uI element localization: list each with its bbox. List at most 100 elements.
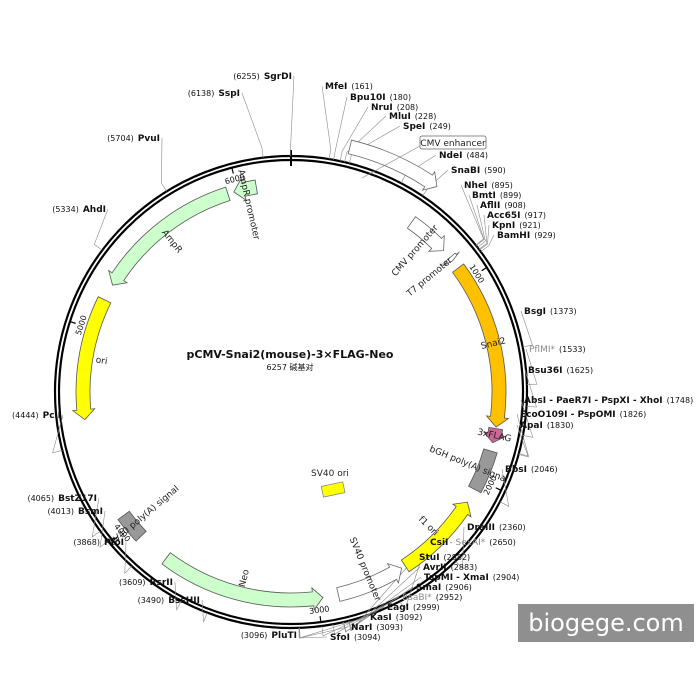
site-position: (3490) [138,596,165,605]
site-position: (895) [491,181,513,190]
site-position: (1748) [667,396,694,405]
feature-sv40pa [117,510,147,542]
site-bsu36i: Bsu36I(1625) [528,366,593,376]
site-sspi: SspI(6138) [188,89,240,99]
plasmid-size: 6257 碱基对 [267,362,314,372]
site-name: PciI [43,411,61,421]
site-stui: StuI(2882) [419,553,470,563]
feature-label-box: CMV enhancer [361,135,487,179]
site-name: KpnI [492,221,515,231]
feature-label: SV40 ori [311,469,349,479]
site-sgrdi: SgrDI (6255) [233,72,292,82]
site-name-extra: - SexAI* [449,538,485,548]
site-position: (6255) [233,72,260,81]
site-position: (1373) [550,307,577,316]
site-position: (590) [484,166,506,175]
site-bsgi: BsgI (1373) [524,307,577,317]
site-draiii: DraIII(2360) [467,523,526,533]
site-position: (249) [429,122,451,131]
site-name: SpeI [403,122,425,132]
site-position: (1625) [567,366,594,375]
site-pflmi-: PflMI*(1533) [529,345,586,355]
site-csii: CsiI - SexAI*(2650) [430,538,516,548]
site-name: Acc65I [487,211,521,221]
plasmid-backbone [53,150,529,630]
site-position: (5334) [52,205,79,214]
site-bbsi: BbsI(2046) [505,465,558,475]
site-position: (917) [525,211,547,220]
site-position: (4013) [47,507,74,516]
site-mfei: MfeI (161) [325,82,373,92]
site-name: NheI [464,181,487,191]
site-position: (3094) [354,633,381,642]
feature-bgh [468,448,498,494]
site-pluti: PluTI(3096) [241,631,297,641]
site-pfoi: PfoI(3868) [73,538,124,548]
site-ndei: NdeI (484) [439,151,488,161]
site-name: AbsI - PaeR7I - PspXI - XhoI [524,396,663,406]
tick-6000 [231,167,234,174]
site-position: (2360) [499,523,526,532]
site-position: (208) [397,103,419,112]
site-name: PluTI [271,631,297,641]
site-name: NdeI [439,151,462,161]
feature-sv40prom [336,562,403,602]
watermark-badge: biogege.com [518,604,694,642]
tick-5000 [69,320,76,324]
site-spei: SpeI (249) [403,122,451,132]
site-position: (484) [466,151,488,160]
tick-2000 [495,487,502,491]
feature-label: AmpR promoter [235,169,261,241]
site-name: SgrDI [264,72,292,82]
site-name: BsgI [524,307,546,317]
site-position: (6138) [188,89,215,98]
site-name: SspI [218,89,240,99]
site-name: MfeI [325,82,347,92]
site-nrui: NruI(208) [371,103,418,113]
site-position: (2904) [493,573,520,582]
site-position: (161) [351,82,373,91]
feature-amprprom [233,177,258,202]
site-position: (2882) [444,553,471,562]
feature-label: CMV enhancer [420,139,486,149]
site-name: NarI [351,623,372,633]
site-position: (3609) [119,578,146,587]
site-ecoo109i-pspomi: EcoO109I - PspOMI(1826) [520,410,646,420]
site-snabi: SnaBI (590) [451,166,506,176]
site-name: SfoI [330,633,350,643]
site-sfoi: SfoI (3094) [330,633,381,643]
site-name: RsrII [150,578,173,588]
feature-neo [161,552,324,611]
site-nari: NarI(3093) [351,623,403,633]
site-position: (908) [504,201,526,210]
site-aflii: AflII (908) [480,201,526,211]
site-name: BsaBI* [402,593,432,603]
site-name: AvrII [423,563,447,573]
site-position: (5704) [107,134,134,143]
site-kasi: KasI(3092) [370,613,422,623]
tick-3000 [319,616,322,623]
feature-cmvprom [406,216,445,252]
feature-label: ori [95,355,108,367]
site-absi-paer7i-pspxi-xhoi: AbsI - PaeR7I - PspXI - XhoI (1748) [524,396,693,406]
site-name: SnaBI [451,166,480,176]
site-position: (921) [519,221,541,230]
site-ahdi: AhdI (5334) [52,205,106,215]
site-rsrii: RsrII (3609) [119,578,173,588]
site-name: AflII [480,201,500,211]
site-tspmi-xmai: TspMI - XmaI(2904) [424,573,519,583]
site-name: MluI [389,112,411,122]
site-eagi: EagI(2999) [387,603,440,613]
site-name: PvuI [138,134,160,144]
site-pcii: PciI(4444) [12,411,61,421]
site-name: AhdI [83,205,106,215]
site-name: BbsI [505,465,527,475]
site-name: SmaI [416,583,441,593]
feature-cmvenh [347,139,438,191]
site-bpu10i: Bpu10I(180) [350,93,411,103]
site-position: (899) [500,191,522,200]
site-nhei: NheI (895) [464,181,513,191]
site-name: BsmI [78,507,103,517]
feature-label: Neo [238,568,252,588]
